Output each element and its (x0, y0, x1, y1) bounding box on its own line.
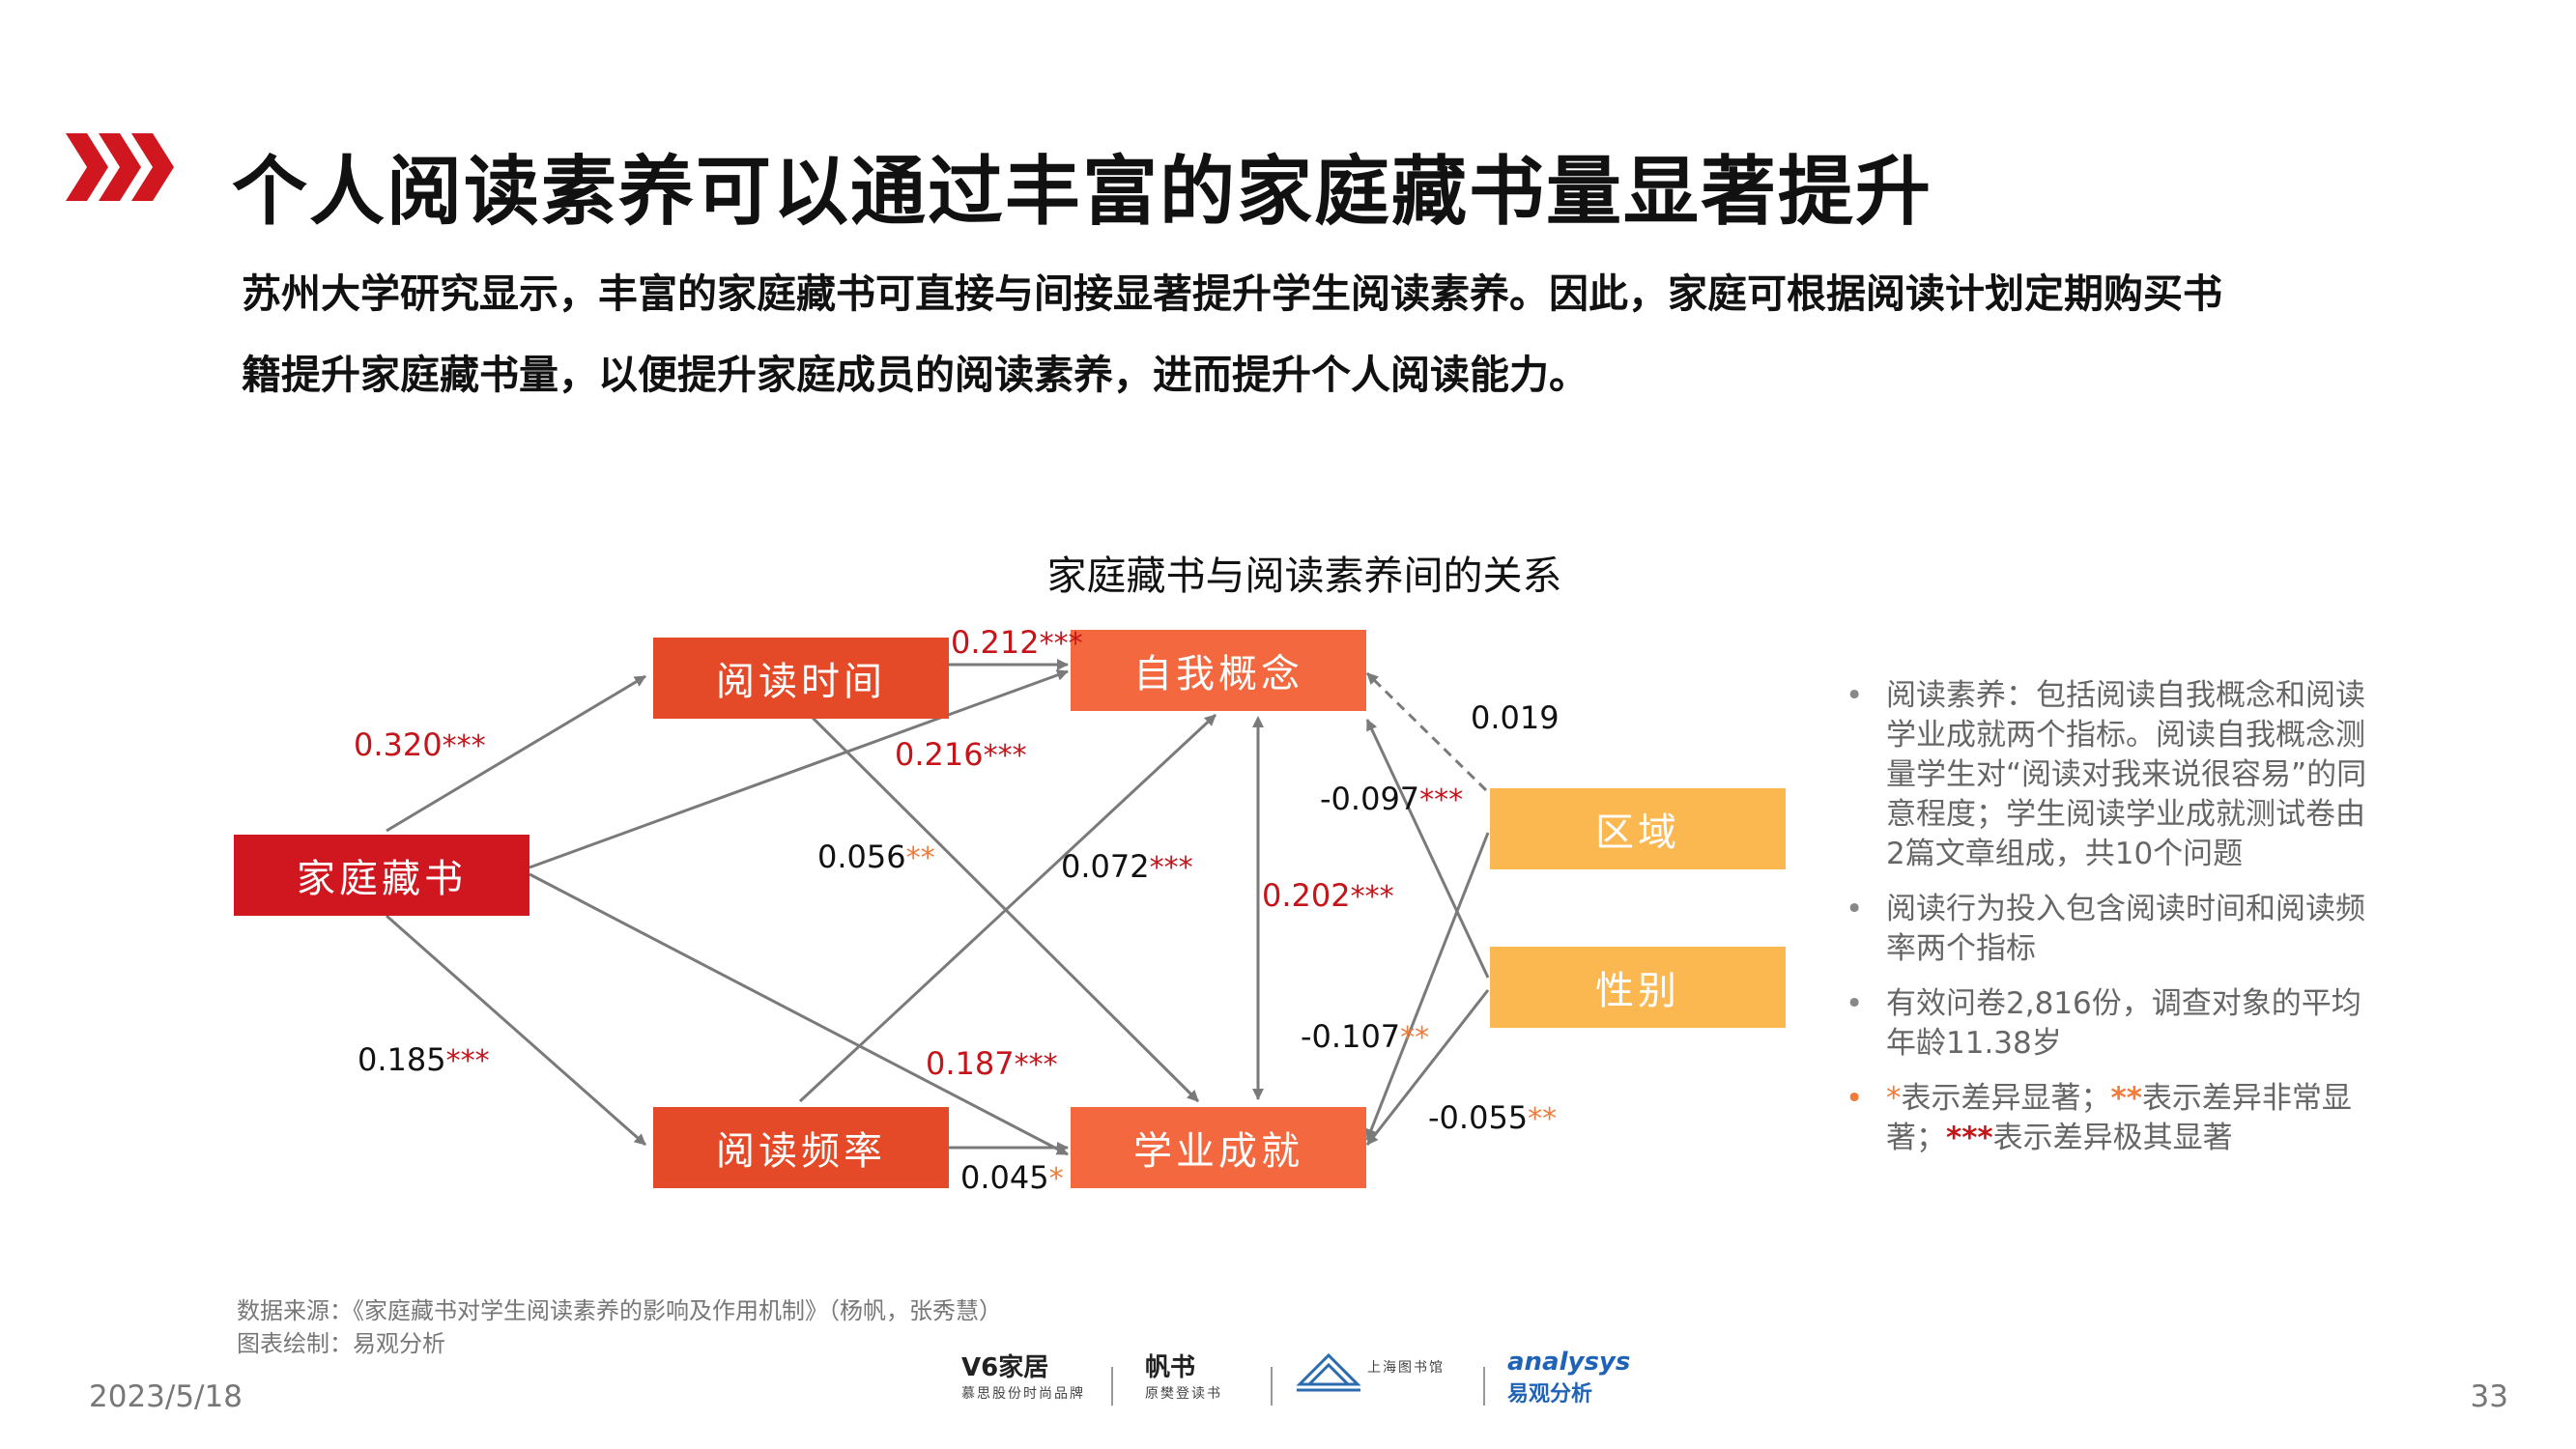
logo-v6: V6家居 慕思股份时尚品牌 (961, 1348, 1085, 1403)
coef-books-to-freq: 0.185*** (358, 1041, 490, 1078)
notes-panel: • 阅读素养：包括阅读自我概念和阅读学业成就两个指标。阅读自我概念测量学生对“阅… (1842, 676, 2383, 1174)
logo-fanshu-name: 帆书 (1145, 1353, 1196, 1382)
note-sample: • 有效问卷2,816份，调查对象的平均年龄11.38岁 (1846, 986, 2361, 1061)
arrow-gender-to-concept (1365, 719, 1490, 979)
partner-logos: V6家居 慕思股份时尚品牌 帆书 原樊登读书 上海图书馆 analysys 易观… (961, 1348, 1657, 1425)
note-reading-literacy: • 阅读素养：包括阅读自我概念和阅读学业成就两个指标。阅读自我概念测量学生对“阅… (1846, 678, 2367, 871)
node-region: 区域 (1490, 788, 1786, 869)
coef-time-to-concept: 0.212*** (951, 624, 1083, 661)
logo-library-name: 上海图书馆 (1367, 1360, 1445, 1376)
library-mountain-icon (1296, 1352, 1361, 1392)
intro-paragraph: 苏州大学研究显示，丰富的家庭藏书可直接与间接显著提升学生阅读素养。因此，家庭可根… (242, 253, 2464, 415)
coef-time-to-achievement: 0.056** (817, 838, 935, 875)
coef-freq-to-concept: 0.072*** (1061, 848, 1193, 885)
intro-line-1: 苏州大学研究显示，丰富的家庭藏书可直接与间接显著提升学生阅读素养。因此，家庭可根… (242, 270, 2222, 317)
logo-analysys-sub: 易观分析 (1507, 1382, 1593, 1406)
coef-books-to-time: 0.320*** (354, 726, 486, 763)
arrow-time-to-achievement (808, 713, 1200, 1103)
data-source: 数据来源：《家庭藏书对学生阅读素养的影响及作用机制》（杨帆，张秀慧） 图表绘制：… (237, 1294, 1002, 1360)
node-gender: 性别 (1490, 947, 1786, 1028)
logo-v6-name: V6家居 (961, 1353, 1049, 1382)
coef-concept-achievement: 0.202*** (1262, 877, 1394, 914)
coef-region-to-concept: 0.019 (1471, 699, 1560, 736)
logo-analysys-name: analysys (1507, 1348, 1631, 1377)
note-significance-legend: • *表示差异显著；**表示差异非常显著；***表示差异极其显著 (1846, 1081, 2352, 1155)
logo-analysys: analysys 易观分析 (1507, 1348, 1630, 1407)
node-family-books: 家庭藏书 (234, 835, 530, 916)
logo-library: 上海图书馆 (1295, 1348, 1443, 1400)
source-line-1: 数据来源：《家庭藏书对学生阅读素养的影响及作用机制》（杨帆，张秀慧） (237, 1297, 1002, 1324)
coef-gender-to-achievement: -0.055** (1428, 1099, 1558, 1136)
arrow-freq-to-concept (798, 713, 1217, 1103)
bullet-dot-icon: • (1846, 1081, 1864, 1116)
note-reading-behavior: • 阅读行为投入包含阅读时间和阅读频率两个指标 (1846, 892, 2365, 966)
page-title: 个人阅读素养可以通过丰富的家庭藏书量显著提升 (232, 149, 1933, 236)
footer-date: 2023/5/18 (89, 1379, 243, 1414)
node-academic-achievement: 学业成就 (1071, 1107, 1366, 1188)
coef-books-to-achievement: 0.187*** (926, 1045, 1058, 1082)
node-reading-frequency: 阅读频率 (653, 1107, 949, 1188)
logo-fanshu-sub: 原樊登读书 (1145, 1386, 1222, 1402)
diagram-title: 家庭藏书与阅读素养间的关系 (1046, 553, 1562, 599)
bullet-dot-icon: • (1846, 986, 1864, 1021)
coef-freq-to-achievement: 0.045* (960, 1159, 1064, 1196)
title-chevron-icon (66, 133, 174, 201)
arrow-books-to-freq (386, 914, 646, 1147)
logo-separator (1111, 1367, 1113, 1406)
logo-fanshu: 帆书 原樊登读书 (1145, 1348, 1222, 1403)
intro-line-2: 籍提升家庭藏书量，以便提升家庭成员的阅读素养，进而提升个人阅读能力。 (242, 352, 1589, 398)
node-reading-time: 阅读时间 (653, 638, 949, 719)
page-number: 33 (2470, 1379, 2508, 1414)
source-line-2: 图表绘制：易观分析 (237, 1330, 445, 1357)
coef-region-to-achievement: -0.107** (1301, 1018, 1430, 1055)
logo-separator (1483, 1367, 1485, 1406)
coef-gender-to-concept: -0.097*** (1320, 781, 1464, 817)
logo-v6-sub: 慕思股份时尚品牌 (961, 1386, 1085, 1402)
logo-separator (1271, 1367, 1273, 1406)
bullet-dot-icon: • (1846, 678, 1864, 713)
coef-books-to-concept: 0.216*** (895, 736, 1027, 773)
bullet-dot-icon: • (1846, 892, 1864, 926)
arrow-region-to-concept (1365, 671, 1488, 792)
node-self-concept: 自我概念 (1071, 630, 1366, 711)
